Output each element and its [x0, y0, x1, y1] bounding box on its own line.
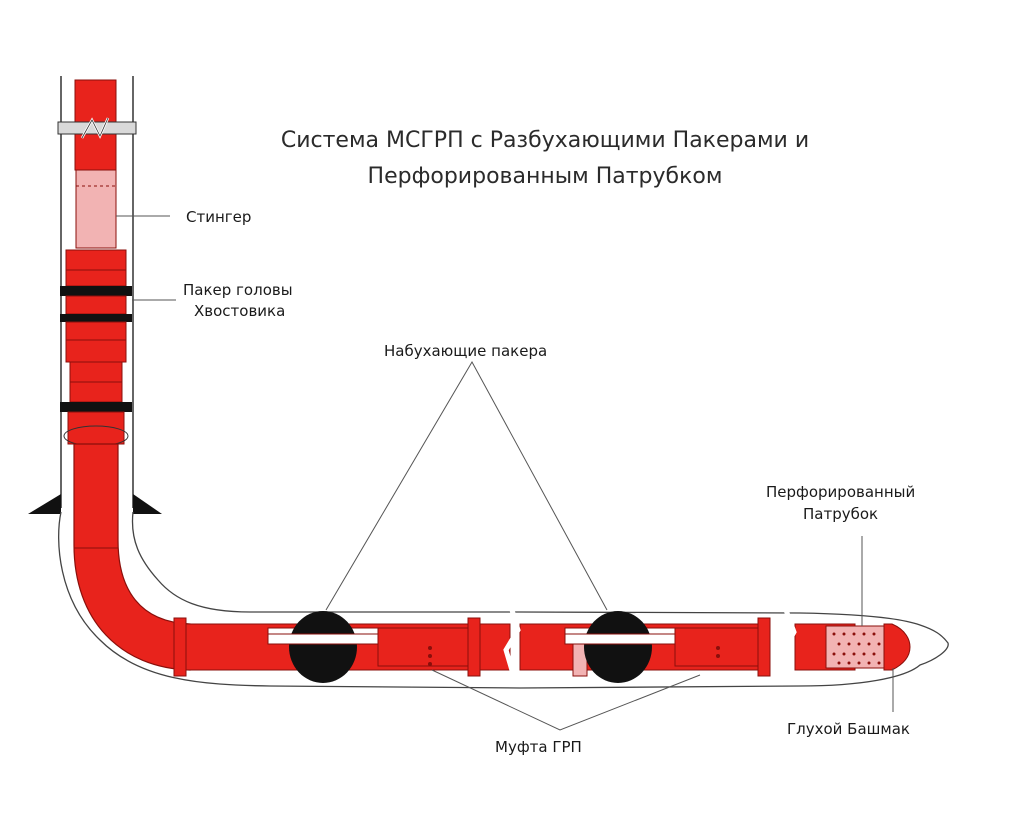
break-symbol-3-icon — [779, 609, 797, 685]
break-symbol-outline-icon — [81, 117, 109, 139]
stinger — [75, 169, 117, 249]
diagram-title-line2: Перфорированным Патрубком — [368, 164, 723, 189]
label-liner-packer-line2: Хвостовика — [194, 302, 285, 320]
swell-packer-2 — [564, 611, 676, 683]
float-shoe — [883, 623, 911, 671]
liner-head-packer — [60, 249, 132, 447]
diagram-title-line1: Система МСГРП с Разбухающими Пакерами и — [281, 128, 809, 153]
frac-sleeve-2 — [674, 617, 771, 677]
break-symbol-2-icon — [503, 609, 521, 685]
casing-shoe-icon — [28, 494, 162, 514]
label-stinger: Стингер — [186, 208, 251, 226]
liner-pipe — [73, 443, 191, 671]
label-frac-sleeve: Муфта ГРП — [495, 738, 582, 756]
leader-lines — [116, 215, 894, 731]
label-float-shoe: Глухой Башмак — [787, 720, 910, 738]
label-liner-packer-line1: Пакер головы — [183, 281, 293, 299]
label-perforated-pipe-line2: Патрубок — [803, 505, 878, 523]
open-hole-outline — [58, 511, 949, 689]
frac-sleeve-1 — [377, 617, 481, 677]
perforated-pipe — [825, 625, 885, 669]
label-perforated-pipe-line1: Перфорированный — [766, 483, 915, 501]
label-swell-packers: Набухающие пакера — [384, 342, 547, 360]
